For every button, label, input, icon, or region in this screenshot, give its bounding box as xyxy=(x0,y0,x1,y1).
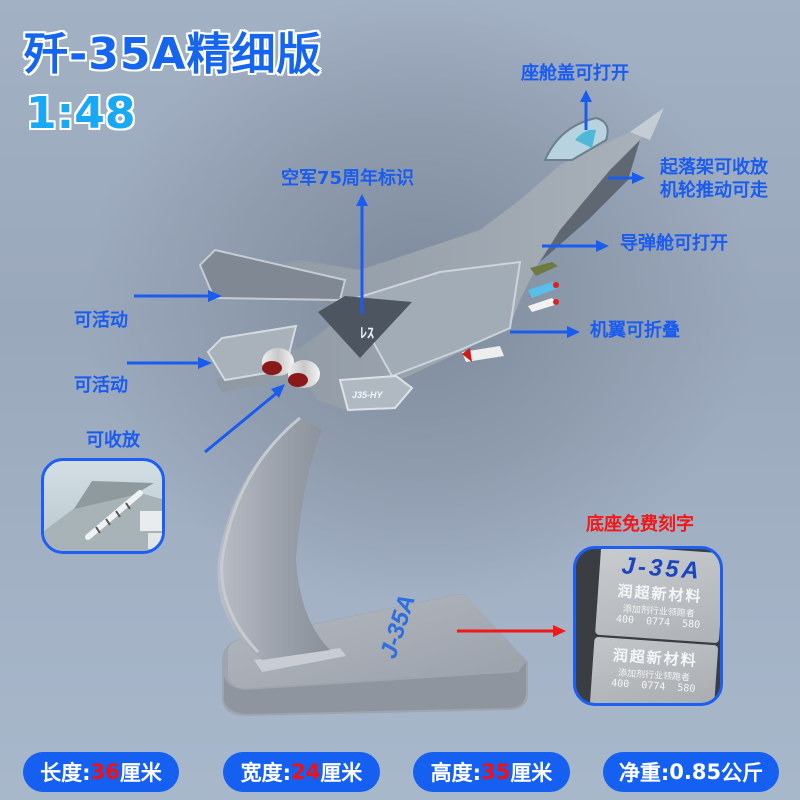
tail-marking: J35-HY xyxy=(352,390,384,400)
engraving-arrow xyxy=(457,625,566,637)
spec-width-value: 24 xyxy=(291,760,321,784)
annotation-stabilizer-1: 可活动 xyxy=(74,310,128,331)
refuel-probe-image xyxy=(44,481,162,551)
spec-height-unit: 厘米 xyxy=(510,761,553,785)
inset-engraving-plate: J-35A 润超新材料 添加剂行业领跑者 400 0774 580 润超新材料 … xyxy=(573,546,723,706)
annotation-landing-gear-line1: 起落架可收放 xyxy=(660,157,768,178)
annotation-wing-fold: 机翼可折叠 xyxy=(590,320,680,341)
spec-weight-unit: 公斤 xyxy=(721,761,764,785)
spec-width-label: 宽度: xyxy=(240,761,292,785)
spec-height-label: 高度: xyxy=(430,761,482,785)
product-title: 歼-35A精细版 xyxy=(24,29,322,80)
annotation-landing-gear-line2: 机轮推动可走 xyxy=(660,179,768,201)
display-stand-base: J-35A xyxy=(222,591,528,716)
display-stand-arm xyxy=(217,418,330,660)
annotation-retractable: 可收放 xyxy=(86,430,140,451)
annotation-stabilizer-2: 可活动 xyxy=(74,375,128,396)
scale-label: 1:48 xyxy=(26,88,136,139)
svg-text:ﾚｽ: ﾚｽ xyxy=(360,326,374,342)
annotation-missile-bay: 导弹舱可打开 xyxy=(620,233,728,254)
annotation-engraving: 底座免费刻字 xyxy=(586,514,694,535)
engraving-plate-back: 润超新材料 添加剂行业领跑者 400 0774 580 xyxy=(589,636,719,703)
spec-width-unit: 厘米 xyxy=(320,761,363,785)
annotation-canopy: 座舱盖可打开 xyxy=(521,63,629,84)
spec-length-value: 36 xyxy=(90,760,120,784)
annotation-landing-gear: 起落架可收放 机轮推动可走 xyxy=(660,157,768,202)
engraving-plate-front: J-35A 润超新材料 添加剂行业领跑者 400 0774 580 xyxy=(595,549,720,644)
spec-weight-label: 净重: xyxy=(618,761,670,785)
spec-weight-value: 0.85 xyxy=(669,760,722,784)
spec-length-label: 长度: xyxy=(40,761,91,785)
jet-model: ﾚｽ J35-HY xyxy=(198,108,664,412)
annotation-air-force-mark: 空军75周年标识 xyxy=(281,168,415,189)
spec-length-unit: 厘米 xyxy=(119,761,162,785)
annotation-arrows xyxy=(127,90,645,454)
inset-refuel-probe xyxy=(41,458,165,554)
spec-height-value: 35 xyxy=(481,760,511,784)
